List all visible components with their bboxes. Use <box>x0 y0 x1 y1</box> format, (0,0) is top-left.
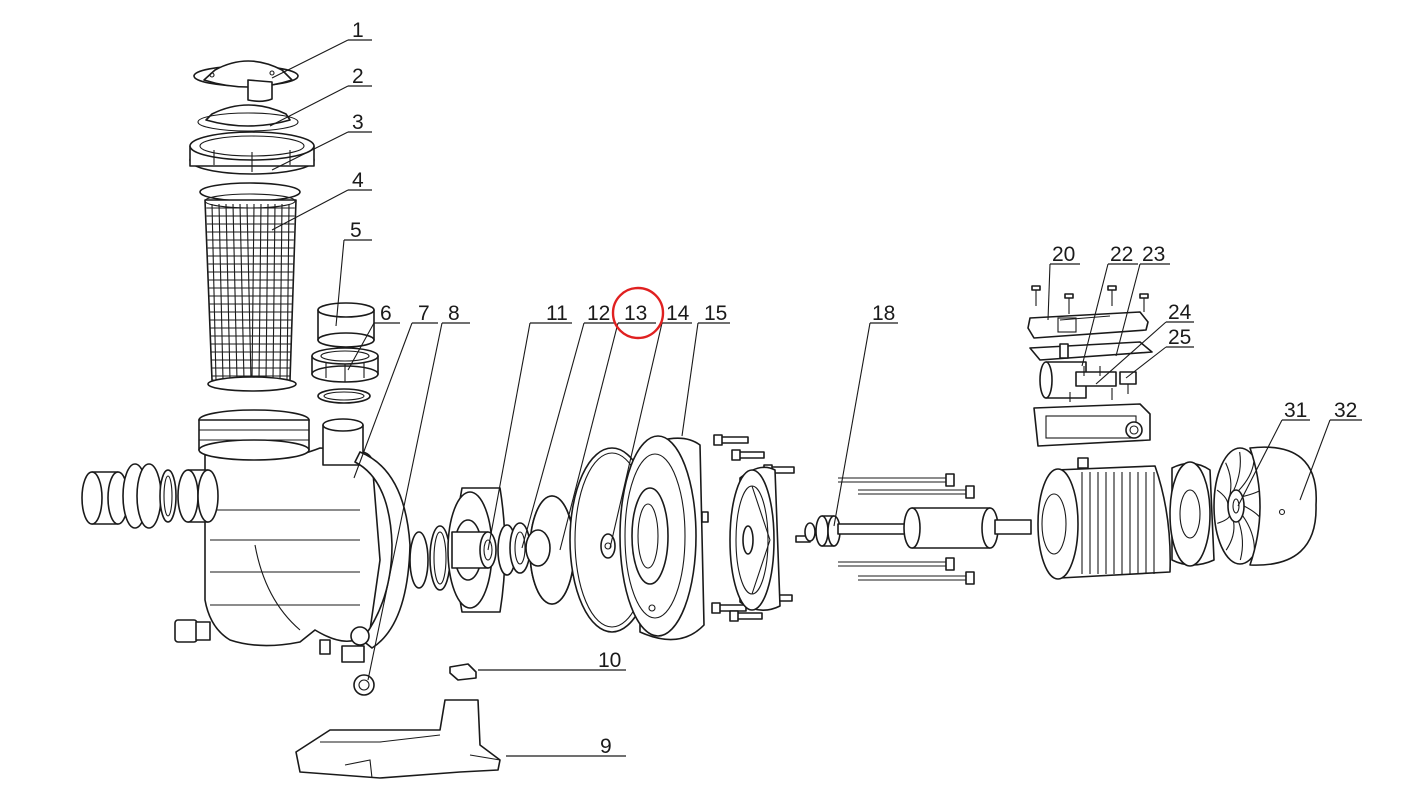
basket-mesh <box>206 203 295 381</box>
part-2-lid-seal <box>197 104 299 132</box>
terminal-box-cover <box>1027 311 1149 339</box>
part-32-fan-cover <box>1249 446 1317 566</box>
part-13-impeller <box>525 495 589 605</box>
terminal-box-base <box>1033 403 1151 447</box>
label-15: 15 <box>704 302 727 325</box>
label-10: 10 <box>598 649 621 672</box>
leader-lines <box>269 39 1362 757</box>
motor-fins <box>1081 472 1155 574</box>
part-5-connector <box>317 302 375 348</box>
label-18: 18 <box>872 302 895 325</box>
label-25: 25 <box>1168 326 1191 349</box>
terminal-box-screws <box>1031 285 1149 314</box>
part-15-seal-plate <box>619 435 705 641</box>
label-5: 5 <box>350 219 362 242</box>
label-1: 1 <box>352 19 364 42</box>
label-32: 32 <box>1334 399 1357 422</box>
part-labels: 1 2 3 4 5 6 7 8 9 10 11 12 13 14 15 18 2… <box>350 19 1357 758</box>
inlet-union <box>81 463 219 529</box>
part-10-key <box>449 663 477 681</box>
label-24: 24 <box>1168 301 1192 324</box>
motor-body <box>1037 457 1172 580</box>
part-3-locking-ring <box>189 131 315 175</box>
part-1-lid <box>193 60 299 103</box>
tie-rods <box>838 473 975 585</box>
label-6: 6 <box>380 302 392 325</box>
fan-blades <box>1216 451 1264 561</box>
label-4: 4 <box>352 169 364 192</box>
part-18-bearing <box>795 515 841 547</box>
part-6-union-nut <box>311 347 379 404</box>
label-20: 20 <box>1052 243 1075 266</box>
part-4-strainer-basket <box>199 182 301 392</box>
part-11-diffuser <box>447 487 506 613</box>
label-14: 14 <box>666 302 690 325</box>
part-9-base <box>295 699 501 779</box>
label-31: 31 <box>1284 399 1307 422</box>
label-23: 23 <box>1142 243 1165 266</box>
label-8: 8 <box>448 302 460 325</box>
highlight-circle-13 <box>611 286 665 340</box>
motor-rear-flange <box>1169 461 1215 567</box>
label-7: 7 <box>418 302 430 325</box>
label-9: 9 <box>600 735 612 758</box>
label-13: 13 <box>624 302 647 325</box>
motor-front-flange <box>729 466 781 611</box>
part-8-o-ring <box>353 525 451 696</box>
label-3: 3 <box>352 111 364 134</box>
label-11: 11 <box>546 302 568 325</box>
rotor-shaft <box>837 507 1032 549</box>
part-7-pump-housing <box>174 409 411 663</box>
part-12-seal <box>497 522 531 576</box>
label-12: 12 <box>587 302 610 325</box>
label-22: 22 <box>1110 243 1133 266</box>
label-2: 2 <box>352 65 364 88</box>
